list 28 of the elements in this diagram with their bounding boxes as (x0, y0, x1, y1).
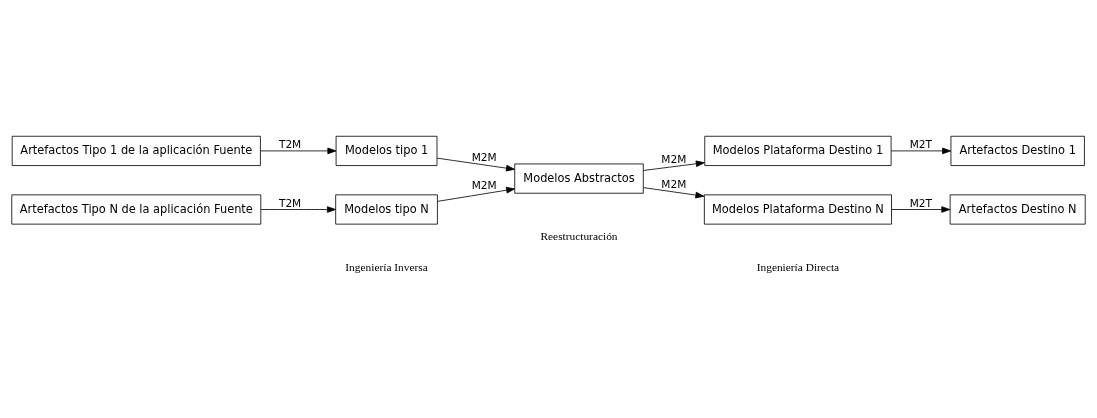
arrow (643, 160, 705, 171)
arrow (436, 157, 515, 171)
arrow (260, 147, 337, 154)
node-box: Modelos Abstractos (514, 163, 644, 194)
arrow (891, 205, 951, 213)
node-box: Modelos Plataforma Destino N (703, 193, 892, 225)
label: Ingeniería Inversa (345, 260, 428, 273)
edge-label: M2M (661, 177, 687, 190)
node-box: Artefactos Tipo N de la aplicación Fuente (11, 193, 262, 225)
node-box: Artefactos Tipo 1 de la aplicación Fuente (11, 135, 261, 166)
edge-label: M2T (909, 137, 932, 150)
node-box: Modelos tipo 1 (335, 135, 438, 166)
node-box: Modelos Plataforma Destino 1 (704, 135, 892, 166)
node-box: Artefactos Destino 1 (950, 135, 1085, 166)
arrow (643, 186, 705, 198)
label: Ingeniería Directa (756, 260, 840, 273)
arrow (260, 205, 336, 213)
edge-label: M2M (471, 178, 497, 191)
edge-label: T2M (278, 196, 302, 209)
edge-label: M2T (909, 196, 932, 209)
edge-label: T2M (278, 137, 302, 150)
edge-label: M2M (661, 152, 687, 165)
label: Reestructuración (540, 229, 618, 242)
edge-label: M2M (471, 150, 497, 163)
node-box: Modelos tipo N (335, 193, 438, 225)
arrow (890, 147, 952, 154)
arrow (437, 186, 516, 202)
node-box: Artefactos Destino N (949, 193, 1086, 225)
